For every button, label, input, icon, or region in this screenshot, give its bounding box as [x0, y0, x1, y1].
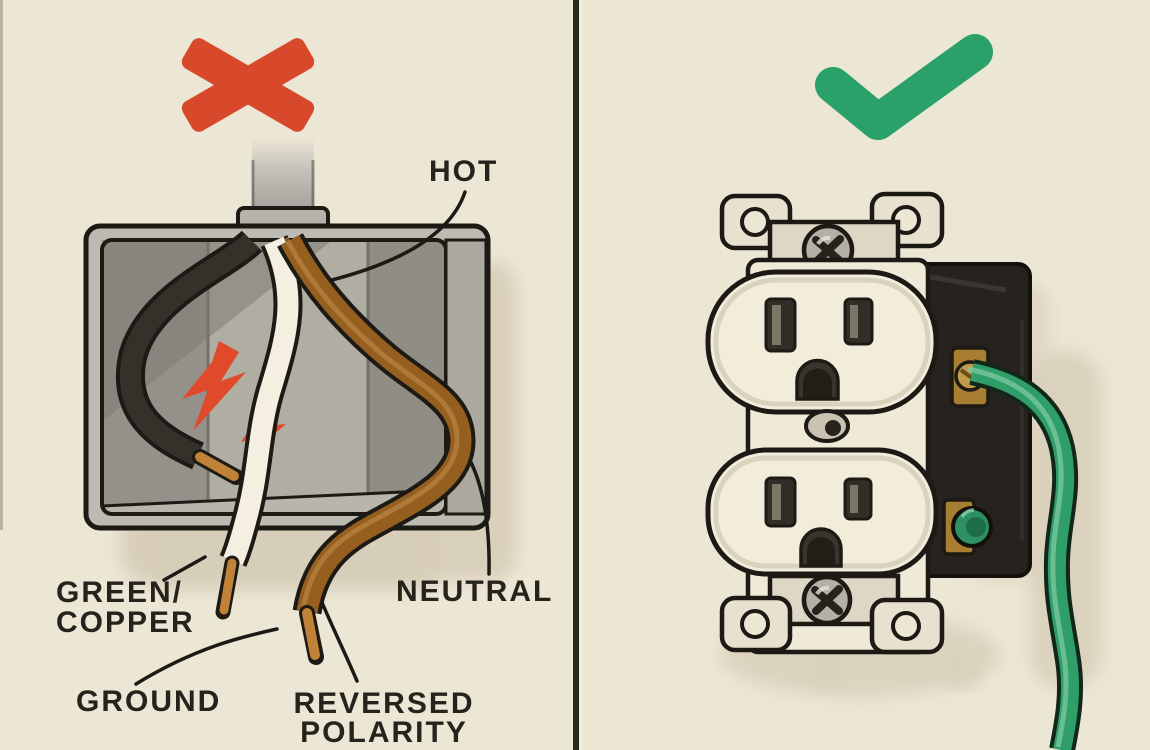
right-panel-illustration [705, 34, 1102, 750]
label-ground: GROUND [76, 685, 222, 718]
left-panel-illustration [0, 0, 516, 686]
conduit [236, 138, 330, 236]
outlet-mounting-bottom [719, 573, 945, 655]
label-green-copper-line2: COPPER [56, 606, 195, 639]
receptacle-bottom [705, 447, 939, 577]
ghost-ear-hole-left [809, 653, 847, 691]
leader-ground [134, 627, 279, 686]
wire-copper-highlight [283, 236, 460, 611]
wire-copper [277, 233, 476, 665]
label-green-copper: GREEN/ COPPER [56, 578, 195, 638]
wire-copper-tip [302, 608, 320, 660]
face-center-screw-icon [804, 409, 850, 443]
ground-wire [967, 359, 1084, 750]
ground-screw [942, 498, 993, 556]
leader-hot [318, 190, 467, 285]
label-neutral: NEUTRAL [396, 575, 554, 608]
ground-wire-highlight [967, 366, 1069, 748]
ghost-ear-hole-right [945, 654, 981, 690]
left-edge-shade [0, 0, 3, 530]
wire-black [115, 230, 263, 485]
leader-reversed-polarity [319, 598, 359, 683]
x-icon [181, 38, 315, 132]
wire-black-copper-tip [195, 452, 239, 481]
wire-white [215, 235, 303, 620]
label-reversed-line2: POLARITY [300, 716, 468, 749]
interior-floor [102, 490, 446, 514]
receptacle-top [705, 269, 939, 415]
spark-icon-large [182, 341, 246, 431]
label-reversed-polarity: REVERSED POLARITY [286, 687, 482, 749]
leader-green-copper [162, 555, 207, 582]
label-green-copper-line1: GREEN/ [56, 576, 184, 609]
label-reversed-line1: REVERSED [293, 687, 475, 720]
wire-white-copper-tip [219, 558, 237, 615]
panel-divider [573, 0, 582, 750]
slot-hot-top [843, 297, 874, 346]
label-hot: HOT [429, 155, 499, 188]
checkmark-icon [815, 34, 993, 140]
